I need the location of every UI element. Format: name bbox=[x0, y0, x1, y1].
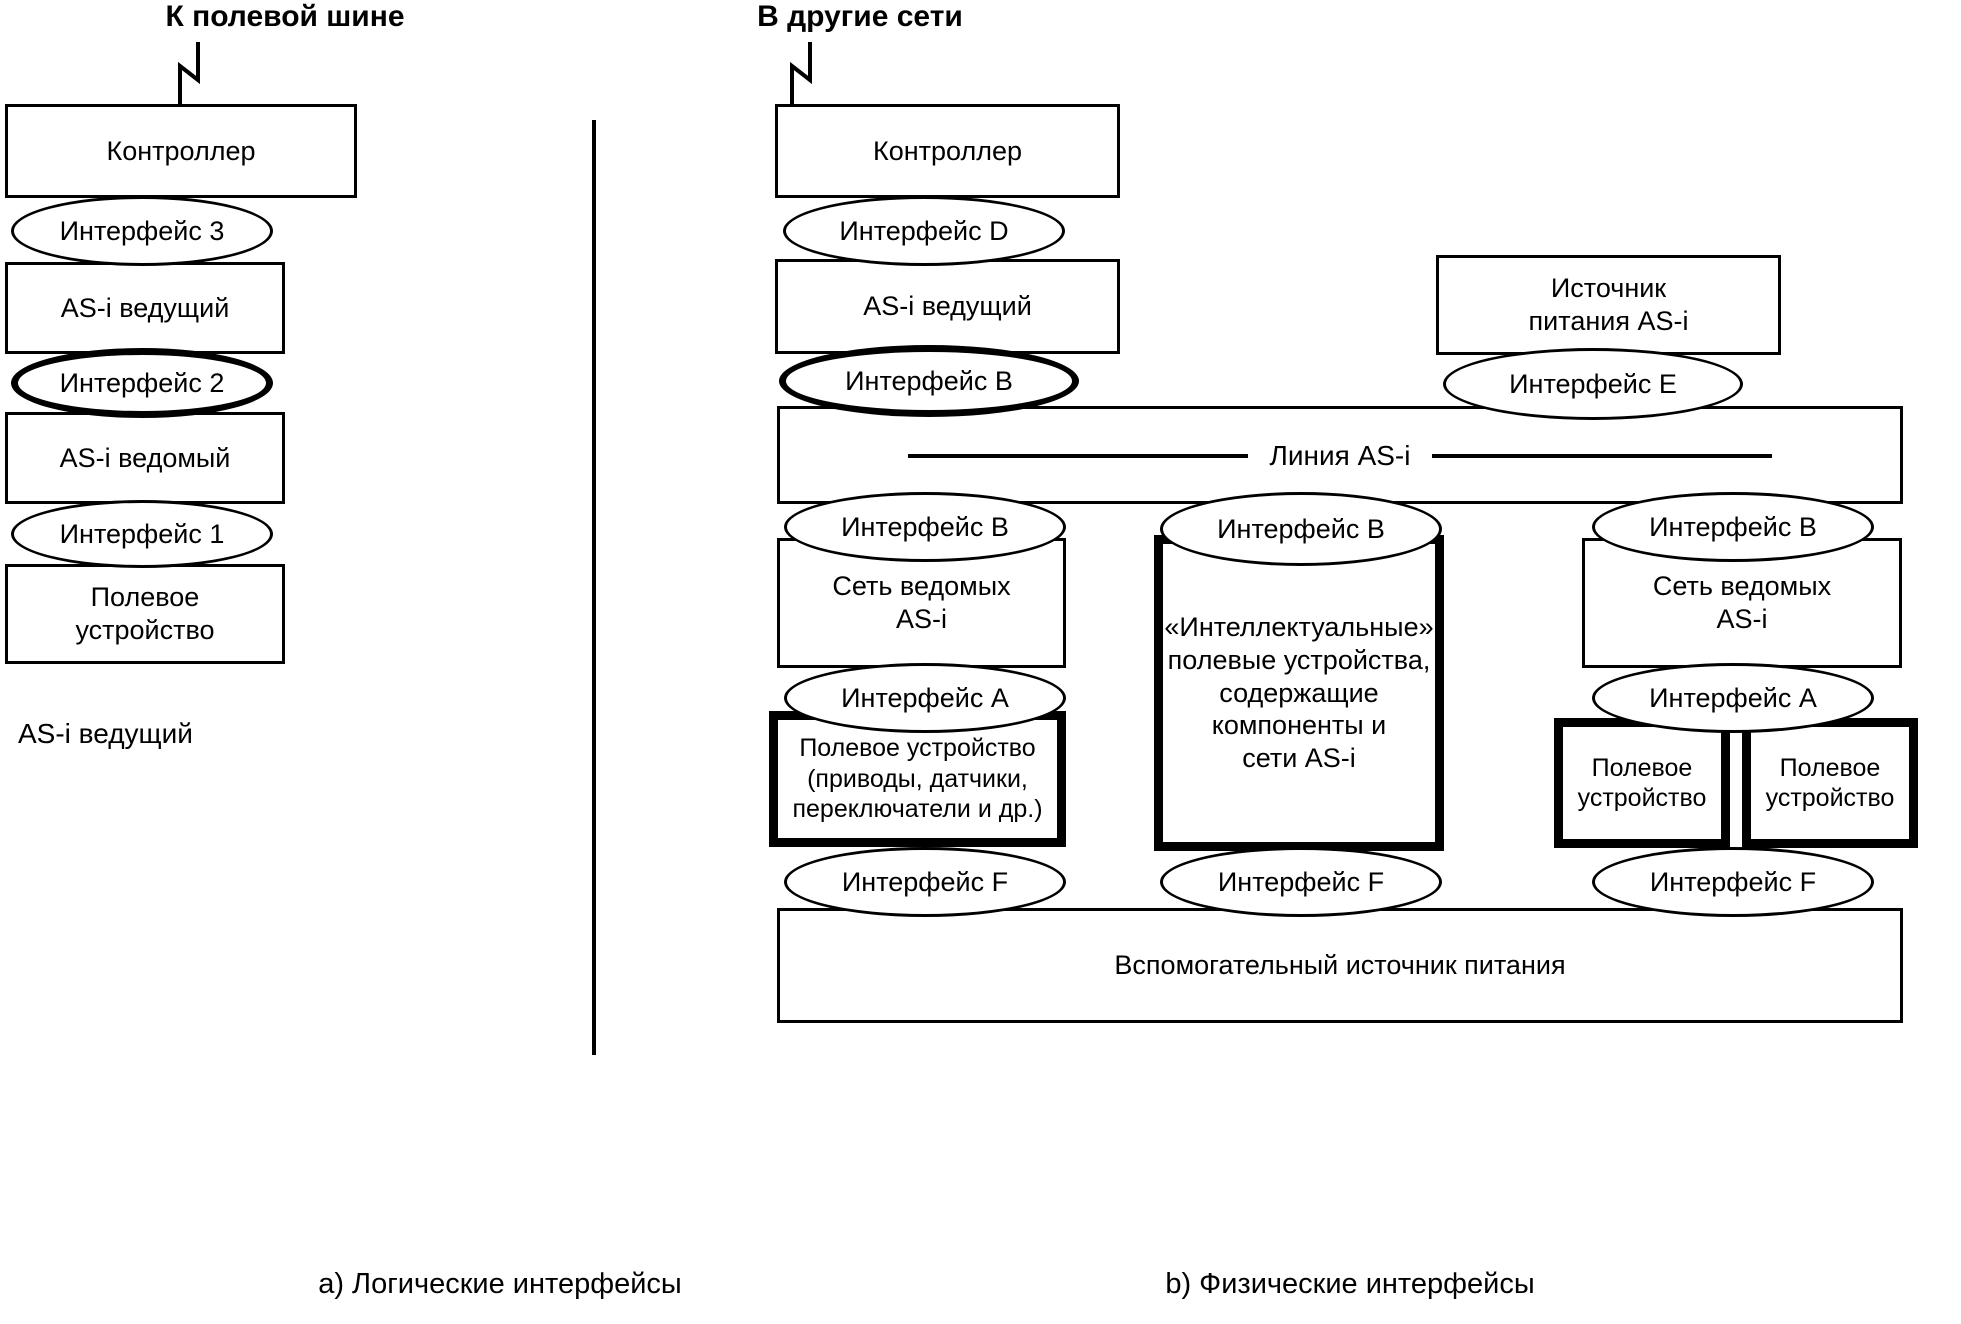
interface-a-left-label: Интерфейс A bbox=[841, 682, 1009, 713]
interface-a-right-ellipse: Интерфейс A bbox=[1592, 663, 1874, 733]
antenna-left-icon bbox=[178, 42, 200, 108]
interface-b-left-ellipse: Интерфейс B bbox=[784, 492, 1066, 562]
interface-b-mid-ellipse: Интерфейс B bbox=[1160, 492, 1442, 566]
interface-e-ellipse: Интерфейс E bbox=[1443, 348, 1743, 420]
interface-f-left-ellipse: Интерфейс F bbox=[784, 847, 1066, 917]
interface-b-mid-label: Интерфейс B bbox=[1217, 513, 1385, 544]
left-title: К полевой шине bbox=[165, 0, 405, 33]
as-i-line-label: Линия AS-i bbox=[1269, 440, 1411, 471]
interface-f-left-label: Интерфейс F bbox=[841, 866, 1009, 897]
left-interface-3-label: Интерфейс 3 bbox=[59, 215, 225, 246]
power-supply-label: Источник питания AS-i bbox=[1528, 273, 1689, 336]
left-interface-1-ellipse: Интерфейс 1 bbox=[11, 500, 273, 568]
field-device-r2-label: Полевое устройство bbox=[1765, 753, 1895, 813]
as-i-line-rule-right bbox=[1432, 454, 1773, 458]
right-caption: b) Физические интерфейсы bbox=[1165, 1268, 1535, 1300]
left-interface-3-ellipse: Интерфейс 3 bbox=[11, 196, 273, 266]
interface-b-right-label: Интерфейс B bbox=[1649, 511, 1817, 542]
left-master-label: AS-i ведущий bbox=[60, 292, 230, 323]
interface-f-right-ellipse: Интерфейс F bbox=[1592, 847, 1874, 917]
as-i-line-rule-left bbox=[907, 454, 1248, 458]
smart-field-devices-label: «Интеллектуальные» полевые устройства, с… bbox=[1164, 611, 1434, 774]
field-device-r1-box: Полевое устройство bbox=[1554, 718, 1730, 848]
right-interface-d-label: Интерфейс D bbox=[839, 215, 1009, 246]
panel-divider bbox=[592, 120, 596, 1055]
field-device-r1-label: Полевое устройство bbox=[1577, 753, 1707, 813]
field-device-left-label: Полевое устройство (приводы, датчики, пе… bbox=[792, 734, 1043, 824]
left-controller-label: Контроллер bbox=[106, 135, 256, 166]
left-slave-box: AS-i ведомый bbox=[5, 412, 285, 504]
interface-f-right-label: Интерфейс F bbox=[1649, 866, 1817, 897]
power-supply-box: Источник питания AS-i bbox=[1436, 255, 1781, 355]
left-slave-label: AS-i ведомый bbox=[59, 442, 231, 473]
right-interface-b-master-ellipse: Интерфейс B bbox=[779, 345, 1079, 417]
right-interface-d-ellipse: Интерфейс D bbox=[783, 196, 1065, 266]
right-title: В другие сети bbox=[757, 0, 963, 33]
field-device-r2-box: Полевое устройство bbox=[1742, 718, 1918, 848]
slave-network-left-label: Сеть ведомых AS-i bbox=[832, 571, 1011, 634]
right-controller-label: Контроллер bbox=[872, 135, 1022, 166]
slave-network-right-label: Сеть ведомых AS-i bbox=[1652, 571, 1832, 634]
antenna-right-icon bbox=[790, 42, 812, 108]
right-master-box: AS-i ведущий bbox=[775, 259, 1120, 354]
left-interface-2-label: Интерфейс 2 bbox=[59, 367, 225, 398]
left-caption: a) Логические интерфейсы bbox=[318, 1268, 682, 1300]
right-master-label: AS-i ведущий bbox=[863, 291, 1032, 322]
interface-a-left-ellipse: Интерфейс A bbox=[784, 663, 1066, 733]
interface-f-mid-label: Интерфейс F bbox=[1217, 866, 1385, 897]
interface-b-left-label: Интерфейс B bbox=[841, 511, 1009, 542]
as-i-line-text-row: Линия AS-i bbox=[777, 436, 1903, 476]
interface-e-label: Интерфейс E bbox=[1509, 368, 1677, 399]
aux-power-box: Вспомогательный источник питания bbox=[777, 908, 1903, 1023]
smart-field-devices-box: «Интеллектуальные» полевые устройства, с… bbox=[1154, 535, 1444, 851]
left-controller-box: Контроллер bbox=[5, 104, 357, 198]
right-interface-b-master-label: Интерфейс B bbox=[845, 365, 1013, 396]
left-field-device-label: Полевое устройство bbox=[75, 582, 215, 645]
left-legend-label: AS-i ведущий bbox=[18, 718, 193, 749]
aux-power-label: Вспомогательный источник питания bbox=[1114, 950, 1566, 981]
interface-a-right-label: Интерфейс A bbox=[1649, 682, 1817, 713]
interface-f-mid-ellipse: Интерфейс F bbox=[1160, 847, 1442, 917]
right-controller-box: Контроллер bbox=[775, 104, 1120, 198]
field-device-left-box: Полевое устройство (приводы, датчики, пе… bbox=[769, 711, 1066, 847]
left-interface-1-label: Интерфейс 1 bbox=[59, 518, 225, 549]
interface-b-right-ellipse: Интерфейс B bbox=[1592, 492, 1874, 562]
left-master-box: AS-i ведущий bbox=[5, 262, 285, 354]
left-interface-2-ellipse: Интерфейс 2 bbox=[11, 348, 273, 418]
left-field-device-box: Полевое устройство bbox=[5, 564, 285, 664]
